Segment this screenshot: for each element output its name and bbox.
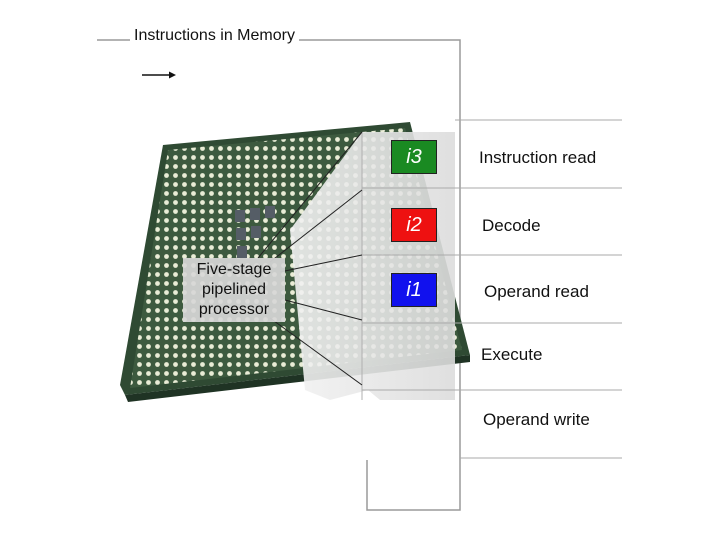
memory-box <box>120 53 272 95</box>
stage-instruction-read: Instruction read <box>479 148 597 167</box>
processor-label-line: Five-stage <box>196 261 272 278</box>
memory-title: Instructions in Memory <box>130 27 299 45</box>
processor-label: Five-stage pipelined processor <box>183 258 285 322</box>
stage-decode: Decode <box>482 216 541 235</box>
stage-execute: Execute <box>481 345 543 364</box>
instruction-badge-i2: i2 <box>391 208 437 242</box>
die-components <box>235 206 275 258</box>
stage-operand-write: Operand write <box>483 410 590 429</box>
memory-arrow <box>142 71 176 79</box>
stage-operand-read: Operand read <box>484 282 589 301</box>
stage-separators <box>362 119 622 459</box>
memory-frame <box>97 39 461 511</box>
processor-label-line: pipelined <box>201 281 267 298</box>
leader-lines <box>257 131 363 386</box>
instruction-label: i2 <box>406 213 422 236</box>
instruction-badge-i1: i1 <box>391 273 437 307</box>
processor-label-line: processor <box>198 301 270 318</box>
instruction-label: i3 <box>406 145 422 168</box>
zoom-panel <box>290 132 455 400</box>
instruction-label: i1 <box>406 278 422 301</box>
instruction-badge-i3: i3 <box>391 140 437 174</box>
